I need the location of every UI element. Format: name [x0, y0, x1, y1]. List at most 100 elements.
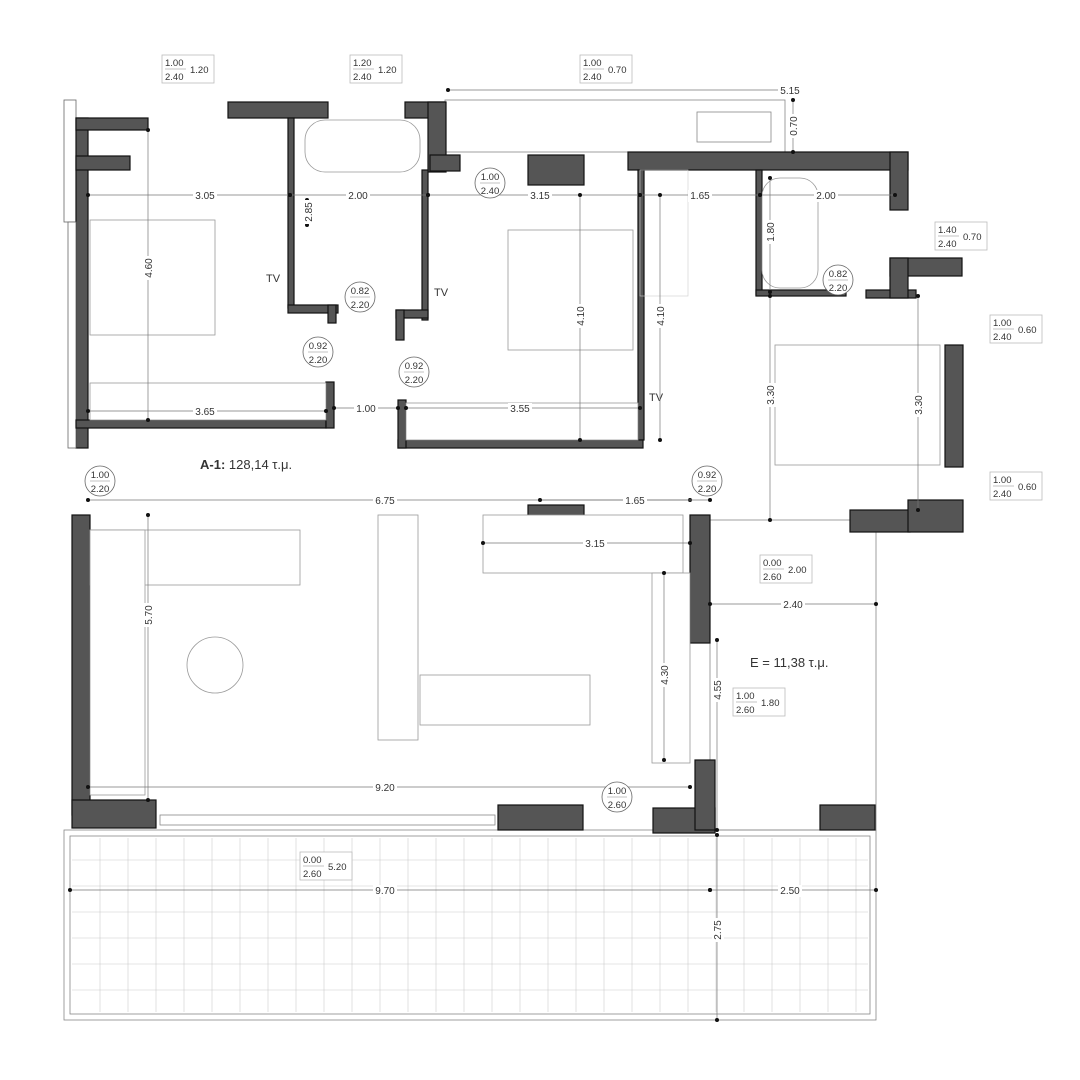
- svg-text:1.20: 1.20: [378, 65, 397, 76]
- door-tag: 0.92 2.20: [398, 356, 430, 388]
- svg-text:0.92: 0.92: [405, 361, 424, 372]
- dimension-label: 4.10: [656, 306, 667, 326]
- balcony-top: [444, 99, 786, 153]
- svg-text:2.40: 2.40: [481, 186, 500, 197]
- svg-text:2.60: 2.60: [763, 572, 782, 583]
- svg-text:2.20: 2.20: [405, 375, 424, 386]
- dimension-label: 2.00: [348, 191, 368, 202]
- dimension-label: 1.00: [356, 404, 376, 415]
- svg-text:2.40: 2.40: [993, 332, 1012, 343]
- svg-text:2.40: 2.40: [938, 239, 957, 250]
- dimension-label: 3.15: [585, 539, 605, 550]
- dimension-label: 1.65: [625, 496, 645, 507]
- svg-text:2.20: 2.20: [351, 300, 370, 311]
- terrace-area-label: E = 11,38 τ.μ.: [750, 655, 829, 670]
- svg-text:0.92: 0.92: [698, 470, 717, 481]
- bathtub-2: [761, 177, 819, 289]
- door-tag: 1.00 2.20: [84, 465, 116, 497]
- window-tag: 1.00 2.40 0.60: [989, 314, 1043, 344]
- dimension-label: 3.30: [914, 395, 925, 415]
- sliding-door: [159, 814, 496, 826]
- svg-text:0.70: 0.70: [608, 65, 627, 76]
- window-tag: 1.00 2.40 0.70: [579, 54, 633, 84]
- svg-text:2.40: 2.40: [583, 72, 602, 83]
- furniture: [89, 119, 941, 826]
- door-tag: 1.00 2.40: [474, 167, 506, 199]
- svg-text:5.20: 5.20: [328, 862, 347, 873]
- svg-text:1.20: 1.20: [353, 58, 372, 69]
- svg-text:0.00: 0.00: [763, 558, 782, 569]
- svg-text:0.70: 0.70: [963, 232, 982, 243]
- dimension-label: 4.60: [144, 258, 155, 278]
- dimension-label: 4.55: [713, 680, 724, 700]
- window-tag: 1.00 2.60 1.80: [732, 687, 786, 717]
- window-tag: 1.002.400.60: [989, 471, 1043, 501]
- svg-text:2.00: 2.00: [788, 565, 807, 576]
- svg-text:2.20: 2.20: [829, 283, 848, 294]
- dimension-label: 4.30: [660, 665, 671, 685]
- dimension-label: 0.70: [789, 116, 800, 136]
- svg-text:1.80: 1.80: [761, 698, 780, 709]
- kitchen-island: [377, 514, 419, 741]
- window-tag: 1.20 2.40 1.20: [349, 54, 403, 84]
- dimension-label: 2.50: [780, 886, 800, 897]
- dining-table: [419, 674, 591, 726]
- dimension-label: 1.65: [690, 191, 710, 202]
- svg-text:2.60: 2.60: [736, 705, 755, 716]
- dimension-label: 3.55: [510, 404, 530, 415]
- svg-text:2.40: 2.40: [353, 72, 372, 83]
- svg-text:1.00: 1.00: [736, 691, 755, 702]
- dimension-label: 3.65: [195, 407, 215, 418]
- door-tag: 0.82 2.20: [344, 281, 376, 313]
- dimension-label: 2.85: [304, 202, 315, 222]
- window-tag: 1.40 2.40 0.70: [934, 221, 988, 251]
- window-tag: 1.00 2.40 1.20: [161, 54, 215, 84]
- dimension-label: 2.00: [816, 191, 836, 202]
- svg-text:1.00: 1.00: [583, 58, 602, 69]
- door-tag: 1.00 2.60: [601, 781, 633, 813]
- dimension-label: 3.15: [530, 191, 550, 202]
- dimension-label: 9.20: [375, 783, 395, 794]
- svg-text:1.00: 1.00: [993, 475, 1012, 486]
- tv-label: TV: [434, 287, 449, 299]
- svg-text:1.00: 1.00: [91, 470, 110, 481]
- apartment-area-label: A-1: 128,14 τ.μ.: [200, 457, 292, 472]
- svg-text:1.00: 1.00: [481, 172, 500, 183]
- dimension-label: 2.75: [713, 920, 724, 940]
- dimension-label: 3.05: [195, 191, 215, 202]
- svg-text:2.60: 2.60: [303, 869, 322, 880]
- dimension-label: 3.30: [766, 385, 777, 405]
- svg-text:0.92: 0.92: [309, 341, 328, 352]
- svg-text:1.40: 1.40: [938, 225, 957, 236]
- svg-text:0.00: 0.00: [303, 855, 322, 866]
- tv-label: TV: [266, 273, 281, 285]
- svg-text:2.20: 2.20: [309, 355, 328, 366]
- svg-text:0.82: 0.82: [351, 286, 370, 297]
- dimension-label: 9.70: [375, 886, 395, 897]
- svg-text:0.60: 0.60: [1018, 482, 1037, 493]
- dimension-label: 5.70: [144, 605, 155, 625]
- dimension-label: 5.15: [780, 86, 800, 97]
- svg-text:1.00: 1.00: [165, 58, 184, 69]
- svg-text:1.00: 1.00: [993, 318, 1012, 329]
- window-tag: 0.00 2.60 2.00: [759, 554, 813, 584]
- apartment-id: A-1:: [200, 457, 225, 472]
- tv-label: TV: [649, 392, 664, 404]
- svg-text:1.20: 1.20: [190, 65, 209, 76]
- dimension-label: 4.10: [576, 306, 587, 326]
- svg-text:2.40: 2.40: [165, 72, 184, 83]
- svg-text:2.20: 2.20: [91, 484, 110, 495]
- svg-text:0.60: 0.60: [1018, 325, 1037, 336]
- svg-text:1.00: 1.00: [608, 786, 627, 797]
- svg-text:2.20: 2.20: [698, 484, 717, 495]
- dimension-label: 2.40: [783, 600, 803, 611]
- door-tag: 0.822.20: [822, 264, 854, 296]
- terrace-floor-grid: [63, 519, 877, 1021]
- door-tag: 0.92 2.20: [302, 336, 334, 368]
- apartment-area: 128,14 τ.μ.: [229, 457, 292, 472]
- door-tag: 0.92 2.20: [691, 465, 723, 497]
- bathtub-1: [304, 119, 421, 173]
- svg-text:2.60: 2.60: [608, 800, 627, 811]
- dimension-label: 6.75: [375, 496, 395, 507]
